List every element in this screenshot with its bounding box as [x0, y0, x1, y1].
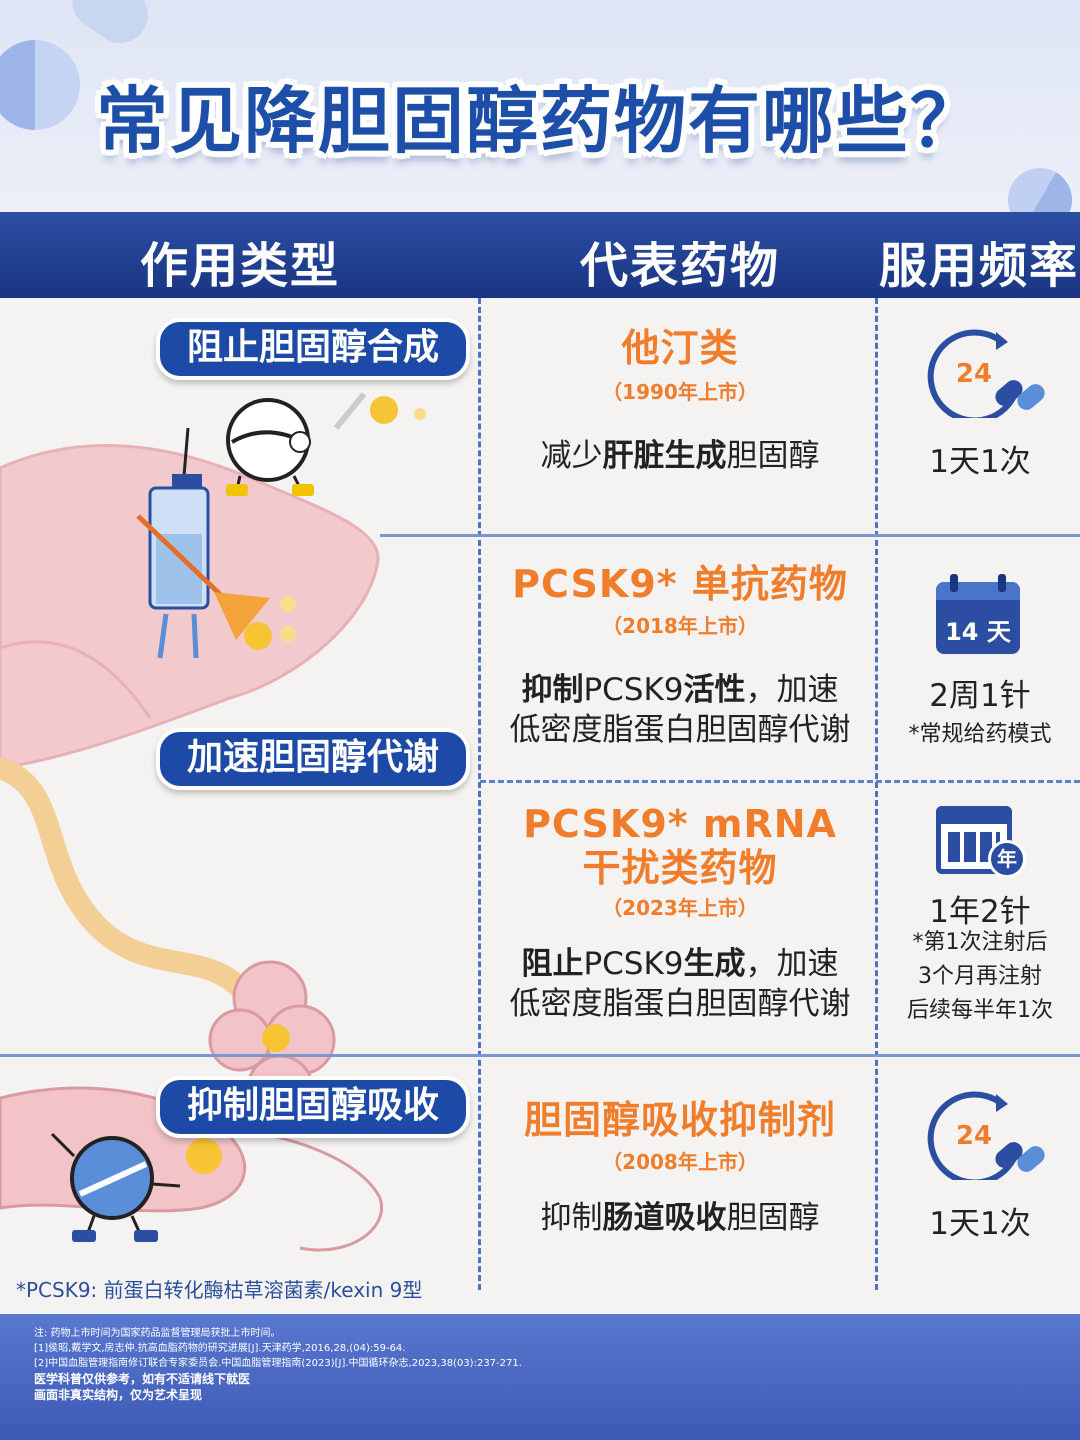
freq-pcsk9-mrna: 1年2针 — [929, 894, 1031, 930]
footer-note: 注: 药物上市时间为国家药品监督管理局获批上市时间。 — [34, 1328, 281, 1339]
calendar-year-icon: 年 — [936, 798, 1028, 878]
pill-decoration-right — [1008, 168, 1072, 212]
row-divider-1 — [380, 534, 1080, 537]
liver-fold — [0, 640, 152, 719]
calendar-year-label: 年 — [988, 840, 1026, 878]
calendar-14-icon: 14 天 — [936, 574, 1020, 654]
footer-reference-1: [1]侯昭,戴学文,房志仲.抗高血脂药物的研究进展[J].天津药学,2016,2… — [34, 1343, 406, 1354]
cholesterol-particle — [280, 626, 296, 642]
absorption-pill-character — [50, 1132, 181, 1242]
statin-pill-character — [226, 392, 367, 496]
row-divider-3 — [0, 1054, 1080, 1057]
freq-statin: 1天1次 — [929, 444, 1031, 480]
clock-24-pills-icon: 24 — [927, 329, 1045, 418]
cholesterol-particle — [244, 622, 272, 650]
drug-year-absorption-inhibitor: （2008年上市） — [602, 1150, 758, 1174]
footer-disclaimer-2: 画面非真实结构，仅为艺术呈现 — [34, 1388, 203, 1402]
category-bubble-metabolism: 加速胆固醇代谢 — [156, 728, 470, 790]
drug-desc-pcsk9-mrna: 阻止PCSK9生成，加速 低密度脂蛋白胆固醇代谢 — [509, 946, 851, 1022]
freq-note-pcsk9-mab: *常规给药模式 — [908, 722, 1052, 747]
bile-duct-illustration — [0, 757, 251, 999]
cholesterol-particle — [414, 408, 426, 420]
calendar-14-label: 14 天 — [945, 618, 1011, 646]
drug-desc-statin: 减少肝脏生成胆固醇 — [540, 438, 820, 474]
footer: 注: 药物上市时间为国家药品监督管理局获批上市时间。 [1]侯昭,戴学文,房志仲… — [0, 1314, 1080, 1440]
cholesterol-particle — [186, 1138, 222, 1174]
illustration — [0, 392, 426, 1252]
column-divider-2 — [875, 298, 878, 1290]
row-divider-2 — [480, 780, 1080, 783]
pill-decoration-left — [0, 40, 80, 130]
footer-disclaimer-1: 医学科普仅供参考，如有不适请线下就医 — [34, 1372, 251, 1386]
category-bubble-absorption: 抑制胆固醇吸收 — [156, 1076, 470, 1138]
column-header-frequency: 服用频率 — [878, 238, 1079, 294]
clock-24-label: 24 — [956, 1121, 992, 1151]
cholesterol-particle — [280, 596, 296, 612]
pcsk9-footnote: *PCSK9: 前蛋白转化酶枯草溶菌素/kexin 9型 — [16, 1278, 423, 1302]
content-area: 阻止胆固醇合成 加速胆固醇代谢 抑制胆固醇吸收 他汀类 （1990年上市） 减少… — [0, 298, 1080, 1314]
drug-year-pcsk9-mab: （2018年上市） — [602, 614, 758, 638]
syringe-character — [136, 427, 270, 659]
header: 常见降胆固醇药物有哪些？ — [0, 0, 1080, 212]
footer-reference-2: [2]中国血脂管理指南修订联合专家委员会.中国血脂管理指南(2023)[J].中… — [34, 1358, 522, 1369]
column-header-drug: 代表药物 — [579, 238, 780, 294]
clock-24-label: 24 — [956, 359, 992, 389]
column-header-bar: 作用类型 代表药物 服用频率 — [0, 212, 1080, 298]
cholesterol-particle — [262, 1024, 290, 1052]
drug-desc-pcsk9-mab: 抑制PCSK9活性，加速 低密度脂蛋白胆固醇代谢 — [509, 672, 851, 748]
drug-name-pcsk9-mab: PCSK9* 单抗药物 — [512, 562, 848, 606]
drug-year-statin: （1990年上市） — [602, 380, 758, 404]
freq-absorption-inhibitor: 1天1次 — [929, 1206, 1031, 1242]
category-bubble-synthesis: 阻止胆固醇合成 — [156, 318, 470, 380]
page-title: 常见降胆固醇药物有哪些？ — [95, 79, 984, 163]
capsule-decoration-top — [61, 0, 159, 54]
drug-name-pcsk9-mrna: PCSK9* mRNA 干扰类药物 — [523, 802, 837, 890]
column-divider-1 — [478, 298, 481, 1290]
drug-name-absorption-inhibitor: 胆固醇吸收抑制剂 — [523, 1098, 836, 1142]
clock-24-pills-icon: 24 — [927, 1091, 1045, 1180]
freq-pcsk9-mab: 2周1针 — [929, 678, 1031, 714]
column-header-type: 作用类型 — [139, 238, 340, 294]
cholesterol-particle — [370, 396, 398, 424]
drug-year-pcsk9-mrna: （2023年上市） — [602, 896, 758, 920]
freq-note-pcsk9-mrna: *第1次注射后 3个月再注射 后续每半年1次 — [907, 930, 1053, 1023]
drug-name-statin: 他汀类 — [621, 326, 739, 370]
drug-desc-absorption-inhibitor: 抑制肠道吸收胆固醇 — [540, 1200, 820, 1236]
